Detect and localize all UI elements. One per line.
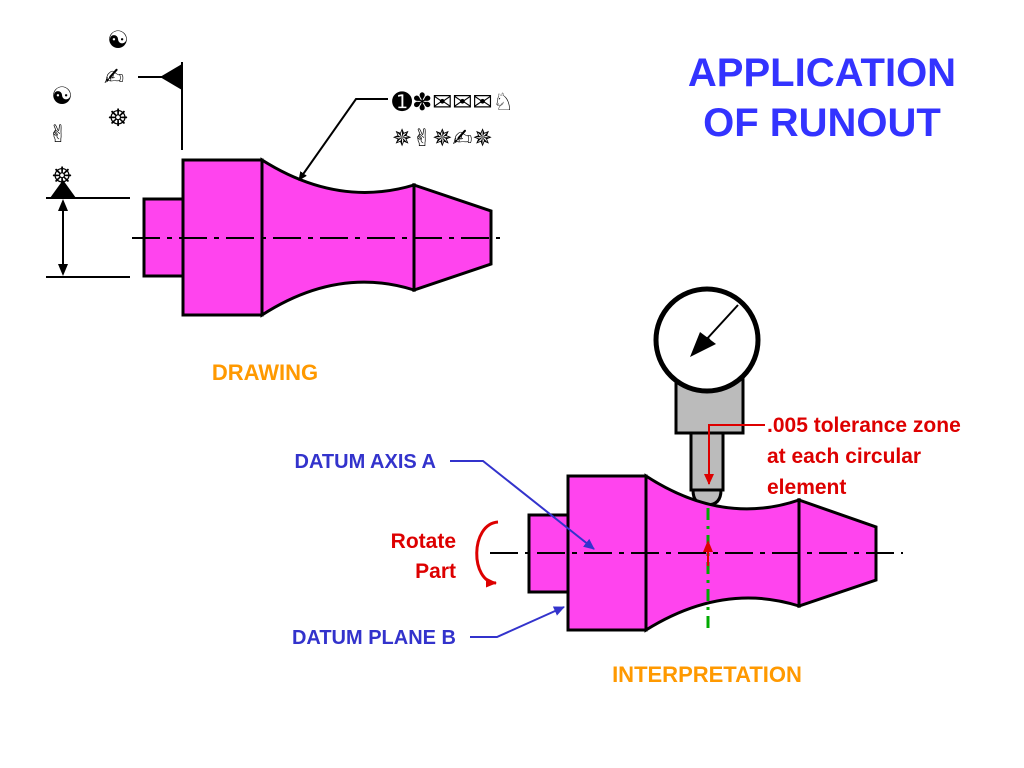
datum-axis-leader	[450, 460, 595, 550]
interpretation-label: INTERPRETATION	[612, 662, 802, 687]
datum-plane-label: DATUM PLANE B	[292, 627, 456, 649]
dial-indicator-stem	[689, 431, 725, 492]
datum-symbol-top-hand: ✍	[104, 63, 124, 91]
tolerance-zone-arrow-up	[703, 540, 713, 552]
datum-b-triangle	[160, 64, 182, 90]
rotate-arrow	[475, 520, 499, 588]
interpretation-view: .005 tolerance zone at each circular ele…	[292, 286, 961, 687]
datum-symbol-left-wheel: ☸	[51, 162, 73, 190]
title-line-1: APPLICATION	[688, 51, 956, 95]
datum-symbol-top-wheel: ☸	[107, 104, 129, 132]
rotate-label-line-2: Part	[415, 560, 456, 583]
feature-control-row-2: ✵✌✵✍✵	[392, 124, 493, 152]
datum-a-triangle	[50, 180, 76, 198]
tolerance-zone-leader	[704, 424, 765, 485]
dimension-arrow-top	[58, 199, 68, 211]
datum-plane-leader	[470, 606, 565, 638]
rotate-label-line-1: Rotate	[391, 530, 456, 553]
tolerance-zone-label-line-1: .005 tolerance zone	[767, 414, 961, 437]
drawing-view: ☯ ✍ ☸ ☯ ✌ ☸ ➊✽✉✉✉♘ ✵✌✵✍✵ DRAWING	[46, 26, 514, 385]
feature-control-leader	[298, 98, 388, 181]
tolerance-zone-label-line-2: at each circular	[767, 445, 921, 468]
title-line-2: OF RUNOUT	[703, 101, 941, 145]
datum-symbol-left-hand: ✌	[48, 120, 68, 148]
datum-axis-label: DATUM AXIS A	[295, 451, 436, 473]
feature-control-row-1: ➊✽✉✉✉♘	[392, 88, 514, 116]
drawing-label: DRAWING	[212, 360, 318, 385]
dial-indicator-hub	[701, 337, 711, 347]
datum-symbol-left-yin: ☯	[51, 82, 73, 110]
tolerance-zone-label-line-3: element	[767, 476, 846, 499]
datum-symbol-top-yin: ☯	[107, 26, 129, 54]
dimension-arrow-bottom	[58, 264, 68, 276]
dial-indicator	[653, 286, 761, 507]
